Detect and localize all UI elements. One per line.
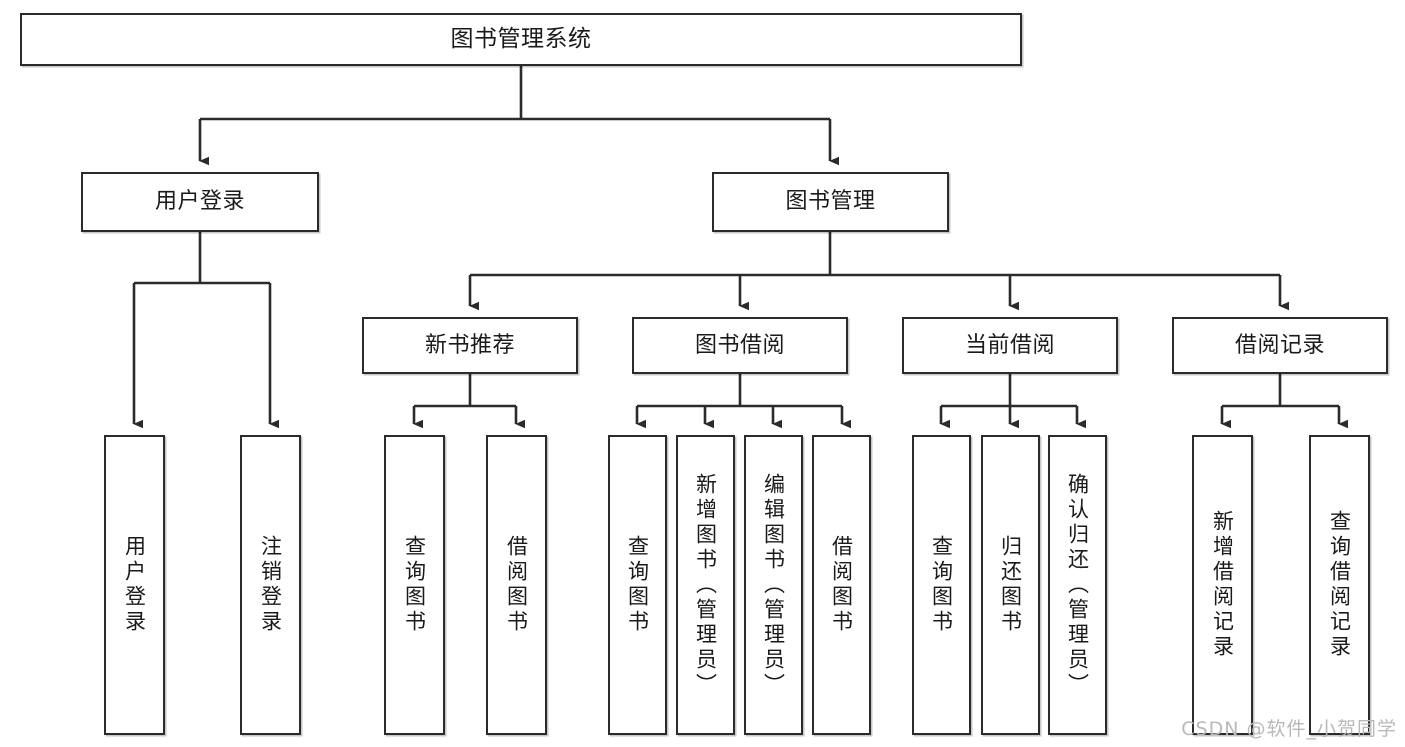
node-leaf-edit-book[interactable]: 编辑图书（管理员） — [744, 435, 803, 735]
node-leaf-add-record[interactable]: 新增借阅记录 — [1192, 435, 1253, 735]
node-leaf-add-book[interactable]: 新增图书（管理员） — [676, 435, 735, 735]
node-leaf-borrow-book-1[interactable]: 借阅图书 — [486, 435, 547, 735]
node-borrow-record[interactable]: 借阅记录 — [1172, 317, 1388, 374]
node-leaf-query-record[interactable]: 查询借阅记录 — [1309, 435, 1370, 735]
node-leaf-logout[interactable]: 注销登录 — [240, 435, 301, 735]
node-leaf-add-record-label: 新增借阅记录 — [1210, 510, 1235, 660]
node-leaf-edit-book-label: 编辑图书（管理员） — [761, 472, 786, 698]
node-book-borrow[interactable]: 图书借阅 — [632, 317, 848, 374]
node-leaf-query-book-3[interactable]: 查询图书 — [912, 435, 971, 735]
node-leaf-query-book-2-label: 查询图书 — [625, 535, 650, 635]
node-book-manage-label: 图书管理 — [785, 189, 876, 215]
node-borrow-record-label: 借阅记录 — [1234, 332, 1325, 358]
node-leaf-user-login[interactable]: 用户登录 — [104, 435, 165, 735]
node-book-borrow-label: 图书借阅 — [694, 332, 785, 358]
node-leaf-confirm-return[interactable]: 确认归还（管理员） — [1048, 435, 1107, 735]
node-leaf-logout-label: 注销登录 — [258, 535, 283, 635]
node-current-borrow[interactable]: 当前借阅 — [902, 317, 1118, 374]
node-leaf-query-book-2[interactable]: 查询图书 — [608, 435, 667, 735]
node-leaf-user-login-label: 用户登录 — [122, 535, 147, 635]
node-leaf-return-book-label: 归还图书 — [998, 535, 1023, 635]
node-leaf-borrow-book-2[interactable]: 借阅图书 — [812, 435, 871, 735]
node-leaf-return-book[interactable]: 归还图书 — [981, 435, 1040, 735]
node-new-book-recommend-label: 新书推荐 — [424, 332, 515, 358]
node-leaf-query-book-1-label: 查询图书 — [402, 535, 427, 635]
node-leaf-borrow-book-2-label: 借阅图书 — [829, 535, 854, 635]
node-book-manage[interactable]: 图书管理 — [712, 172, 949, 232]
node-leaf-borrow-book-1-label: 借阅图书 — [504, 535, 529, 635]
node-root[interactable]: 图书管理系统 — [20, 13, 1022, 66]
node-current-borrow-label: 当前借阅 — [964, 332, 1055, 358]
node-leaf-query-record-label: 查询借阅记录 — [1327, 510, 1352, 660]
node-leaf-query-book-1[interactable]: 查询图书 — [384, 435, 445, 735]
node-user-login[interactable]: 用户登录 — [81, 172, 319, 232]
node-leaf-query-book-3-label: 查询图书 — [929, 535, 954, 635]
node-root-label: 图书管理系统 — [450, 26, 592, 53]
node-user-login-label: 用户登录 — [154, 189, 245, 215]
node-leaf-add-book-label: 新增图书（管理员） — [693, 472, 718, 698]
node-leaf-confirm-return-label: 确认归还（管理员） — [1065, 472, 1090, 698]
node-new-book-recommend[interactable]: 新书推荐 — [362, 317, 578, 374]
